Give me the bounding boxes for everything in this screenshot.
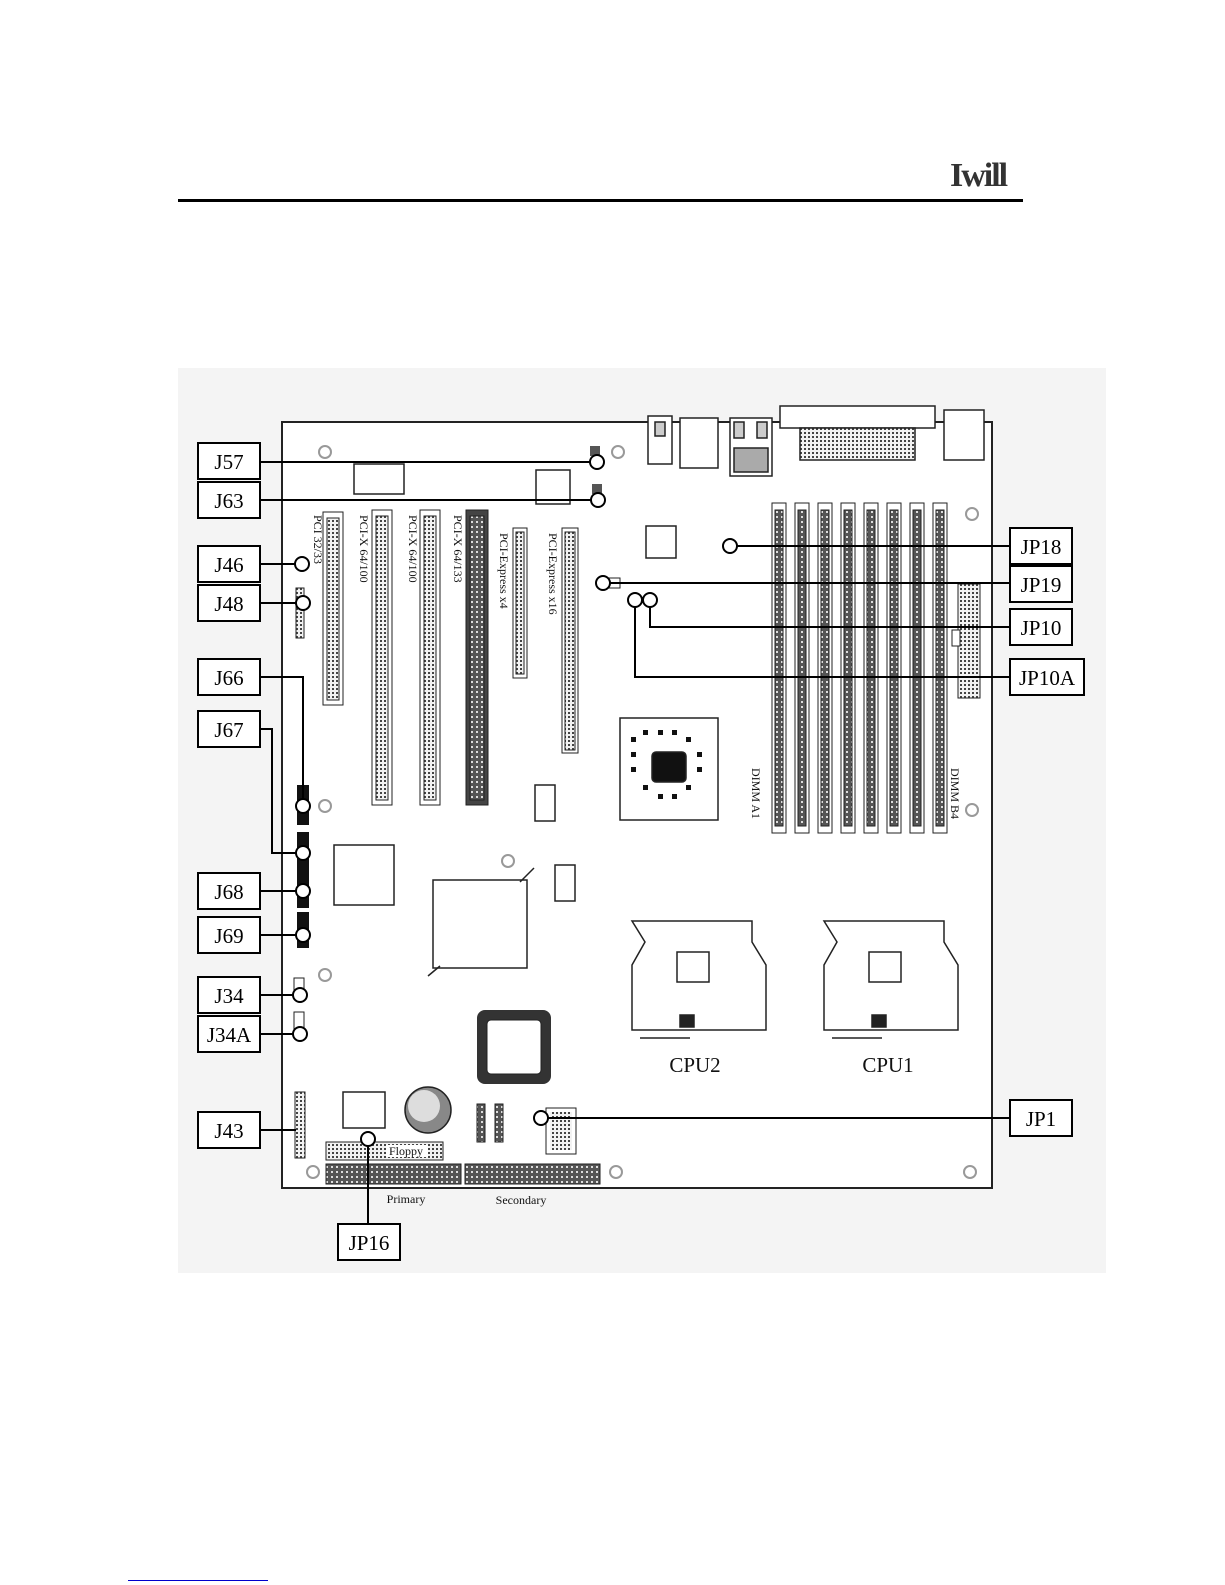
dimm-label-b4: DIMM B4 [948,768,962,819]
callout-j57: J57 [214,450,243,474]
cpu-label-cpu2: CPU2 [669,1053,720,1077]
callout-jp18: JP18 [1021,535,1062,559]
secondary-ide-label: Secondary [496,1193,547,1207]
callout-jp16: JP16 [349,1231,390,1255]
callout-j34a: J34A [207,1023,252,1047]
slot-label-pcix-3: PCI-X 64/133 [451,515,465,583]
callout-j68: J68 [214,880,243,904]
callout-j66: J66 [214,666,243,690]
callout-jp19: JP19 [1021,573,1062,597]
callout-j63: J63 [214,489,243,513]
callout-j46: J46 [214,553,243,577]
callout-j34: J34 [214,984,244,1008]
bga-chip [477,1010,551,1084]
slot-label-pcie-x16: PCI-Express x16 [546,533,560,615]
floppy-label: Floppy [389,1144,423,1158]
callout-jp10: JP10 [1021,616,1062,640]
cmos-battery [405,1087,451,1133]
slot-label-pci32: PCI 32/33 [311,515,325,564]
cpu1-socket [824,921,958,1038]
cpu2-socket [632,921,766,1038]
footer-link-underline [128,1580,268,1581]
callout-j43: J43 [214,1119,243,1143]
cpu-label-cpu1: CPU1 [862,1053,913,1077]
callout-jp10a: JP10A [1019,666,1076,690]
dimm-label-a1: DIMM A1 [749,768,763,819]
slot-label-pcix-2: PCI-X 64/100 [406,515,420,583]
callout-j69: J69 [214,924,243,948]
northbridge [620,718,718,820]
southbridge [428,868,534,976]
slot-label-pcie-x4: PCI-Express x4 [497,533,511,609]
callout-j48: J48 [214,592,243,616]
callout-jp1: JP1 [1026,1107,1056,1131]
primary-ide-label: Primary [387,1192,426,1206]
slot-label-pcix-1: PCI-X 64/100 [357,515,371,583]
callout-j67: J67 [214,718,243,742]
